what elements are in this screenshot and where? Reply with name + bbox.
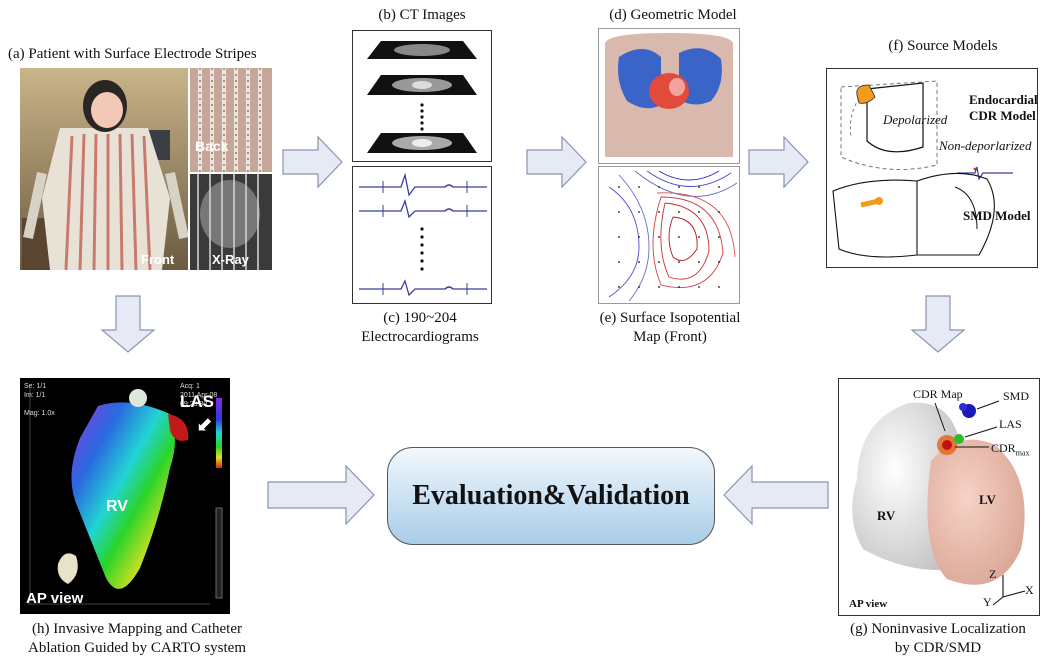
carto-map-panel: Se: 1/1 Im: 1/1 Mag: 1.0x Acq: 1 2011 Ap…	[20, 378, 230, 614]
carto-info-left: Se: 1/1 Im: 1/1 Mag: 1.0x	[24, 383, 55, 417]
axis-y-label: Y	[983, 595, 992, 609]
ct-stack-graphic	[367, 41, 477, 153]
smd-label: SMD	[1003, 389, 1030, 403]
arrow-to-center-left	[267, 464, 375, 526]
axis-x-label: X	[1025, 583, 1034, 597]
lv-label: LV	[979, 492, 996, 507]
smd-model-label: SMD Model	[963, 208, 1031, 223]
endocardial-label-2: CDR Model	[969, 108, 1036, 123]
caption-b: (b) CT Images	[378, 7, 466, 23]
arrow-down-right	[910, 295, 966, 353]
rv-label: RV	[877, 508, 896, 523]
ct-slice	[367, 41, 477, 59]
cdr-max-subscript: max	[1015, 448, 1030, 458]
isopotential-map-panel	[598, 166, 740, 304]
photo-label-back: Back	[195, 138, 229, 154]
arrow-to-center-right	[723, 464, 829, 526]
caption-g-line1: (g) Noninvasive Localization	[850, 621, 1026, 637]
depolarized-label: Depolarized	[883, 112, 948, 127]
caption-h-line2: Ablation Guided by CARTO system	[28, 640, 246, 656]
photo-label-xray: X-Ray	[212, 252, 249, 267]
carto-map-graphic	[28, 388, 223, 605]
cdr-max-label: CDRmax	[991, 439, 1029, 462]
carto-las-arrow-icon: ⬋	[196, 412, 213, 436]
axis-z-label: Z	[989, 567, 997, 581]
cdr-map-label: CDR Map	[913, 387, 963, 401]
caption-c-line1: (c) 190~204	[383, 310, 457, 326]
source-models-panel: Endocardial CDR Model Depolarized Non-de…	[826, 68, 1038, 268]
localization-panel: CDR Map SMD LAS CDRmax RV LV AP view Z X…	[838, 378, 1040, 616]
caption-c-line2: Electrocardiograms	[361, 329, 479, 345]
caption-d: (d) Geometric Model	[609, 7, 737, 23]
xray-image	[190, 174, 272, 270]
heart-localization-graphic	[852, 400, 1026, 606]
arrow-down-left	[100, 295, 156, 353]
back-photo	[190, 68, 272, 172]
geometric-model-panel	[598, 28, 740, 164]
carto-info-right: Acq: 1 2011 Apr 08 09:25:30	[180, 383, 218, 408]
caption-f: (f) Source Models	[888, 38, 998, 54]
carto-ap-view-label: AP view	[26, 590, 84, 607]
arrow-right-3	[748, 135, 809, 189]
las-label: LAS	[999, 417, 1022, 431]
carto-las-label: LAS	[180, 392, 214, 411]
evaluation-validation-text: Evaluation&Validation	[412, 480, 690, 511]
carto-rv-label: RV	[106, 498, 128, 515]
evaluation-validation-box: Evaluation&Validation	[387, 447, 715, 545]
ct-images-panel	[352, 30, 492, 162]
electrode-grid	[618, 186, 720, 288]
arrow-right-2	[526, 135, 587, 189]
arrow-right-1	[282, 135, 343, 189]
caption-g-line2: by CDR/SMD	[894, 640, 982, 656]
cdr-max-text: CDR	[991, 441, 1016, 455]
xray-graphic	[190, 174, 272, 270]
torso-model-graphic	[605, 33, 733, 157]
ecg-panel	[352, 166, 492, 304]
endocardial-label-1: Endocardial	[969, 92, 1038, 107]
caption-a: (a) Patient with Surface Electrode Strip…	[8, 46, 257, 62]
non-depolarized-label: Non-deporlarized	[939, 138, 1032, 153]
patient-photo	[20, 68, 188, 270]
ap-view-label: AP view	[849, 598, 888, 610]
ecg-traces	[359, 172, 487, 297]
photo-label-front: Front	[141, 252, 175, 267]
caption-e-line1: (e) Surface Isopotential	[599, 310, 741, 326]
source-models-graphic	[832, 80, 1013, 258]
back-photo-graphic	[190, 68, 272, 172]
patient-photo-graphic	[20, 68, 188, 270]
axes-icon	[992, 575, 1026, 606]
caption-e-line2: Map (Front)	[633, 329, 707, 345]
isopotential-contours	[608, 170, 738, 302]
caption-h-line1: (h) Invasive Mapping and Catheter	[32, 621, 242, 637]
